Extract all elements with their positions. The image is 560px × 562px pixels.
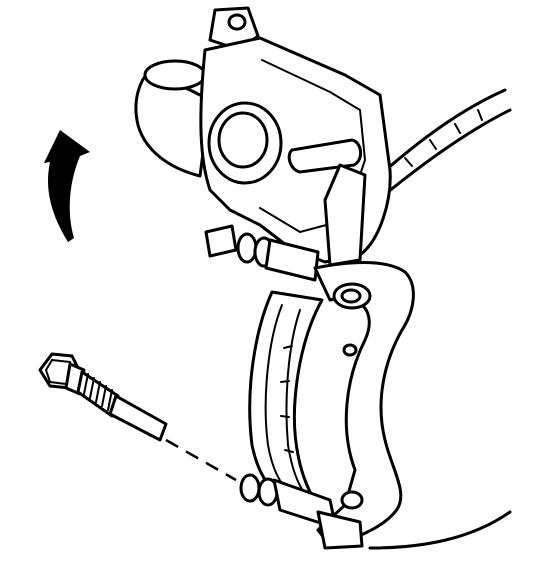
- alignment-dash-line: [165, 438, 237, 482]
- rotation-arrow-icon: [44, 130, 90, 242]
- caliper-housing: [134, 6, 392, 267]
- mounting-bolt-icon: [38, 352, 168, 442]
- upper-guide-pin: [204, 224, 320, 282]
- caliper-bracket: [313, 261, 415, 548]
- lower-guide-pin: [239, 473, 364, 550]
- brake-rotor: [368, 88, 512, 550]
- brake-pad: [248, 290, 324, 507]
